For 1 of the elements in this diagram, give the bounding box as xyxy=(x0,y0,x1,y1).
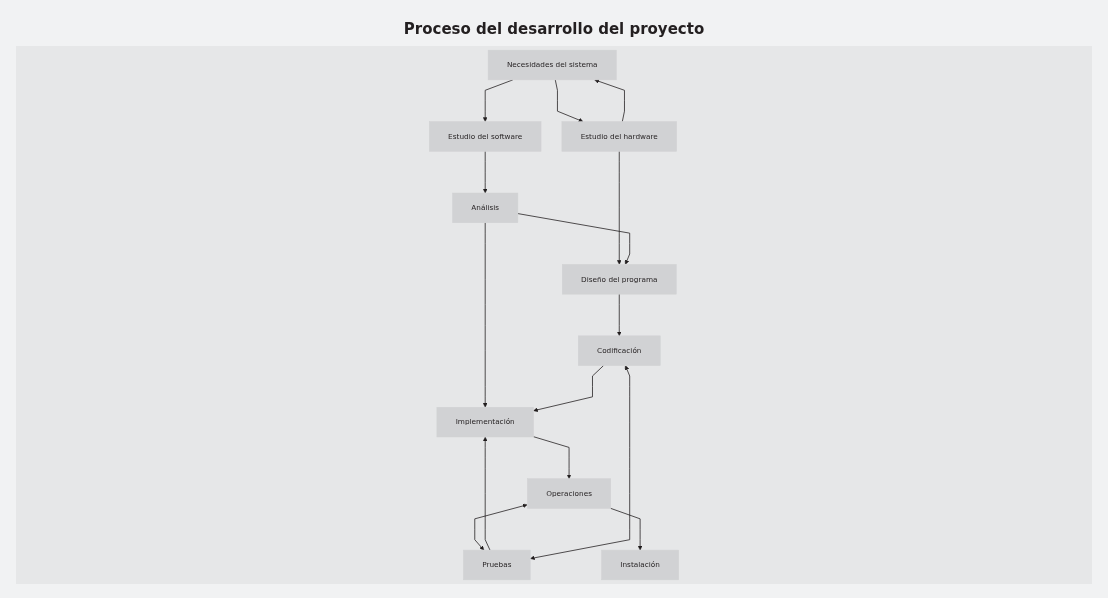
diagram-title: Proceso del desarrollo del proyecto xyxy=(403,20,705,38)
